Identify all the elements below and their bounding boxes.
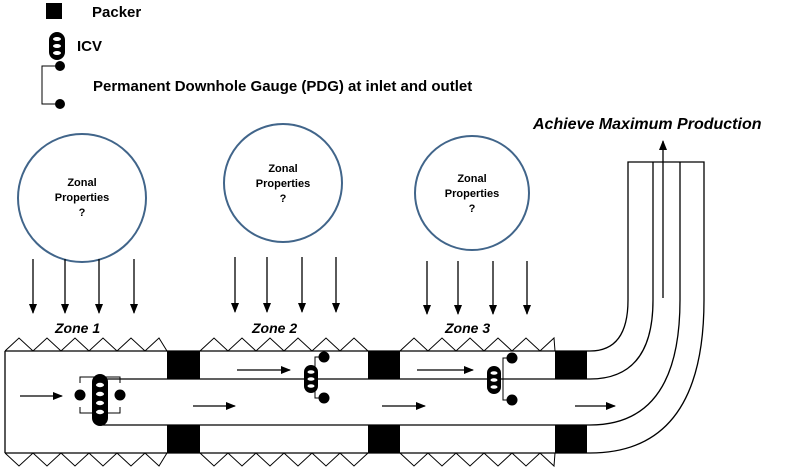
- svg-text:?: ?: [79, 207, 86, 219]
- legend-pdg-label: Permanent Downhole Gauge (PDG) at inlet …: [93, 78, 472, 95]
- pdg-inlet: [506, 352, 518, 364]
- svg-text:Zonal: Zonal: [457, 173, 486, 185]
- pdg-inlet: [74, 389, 86, 401]
- pdg-outlet: [506, 394, 518, 406]
- pdg-outlet: [114, 389, 126, 401]
- packer: [368, 351, 400, 379]
- packer-legend-icon: [46, 3, 62, 19]
- packer: [555, 425, 587, 453]
- pdg-inlet: [318, 351, 330, 363]
- pdg-legend-icon: [41, 61, 65, 109]
- zone-2-label: Zone 2: [251, 320, 297, 336]
- icv-zone-3: [487, 352, 518, 406]
- svg-text:Zonal: Zonal: [268, 163, 297, 175]
- icv-zone-2: [304, 351, 330, 404]
- diagram-title: Achieve Maximum Production: [532, 116, 762, 133]
- inflow-arrows: [29, 257, 531, 315]
- legend-packer-label: Packer: [92, 4, 141, 21]
- legend: Packer ICV Permanent Downhole Gauge (PDG…: [41, 3, 472, 109]
- svg-text:Zonal: Zonal: [67, 177, 96, 189]
- svg-text:?: ?: [469, 203, 476, 215]
- zone-1-properties: Zonal Properties ?: [17, 133, 147, 263]
- legend-icv-label: ICV: [77, 38, 102, 55]
- icv-legend-icon: [49, 32, 65, 60]
- zone-3-properties: Zonal Properties ?: [414, 135, 530, 251]
- flow-arrows: [20, 366, 616, 410]
- svg-text:Properties: Properties: [445, 188, 499, 200]
- pdg-outlet: [318, 392, 330, 404]
- icv-zone-1: [74, 374, 126, 426]
- packer: [368, 425, 400, 453]
- packer: [167, 425, 200, 453]
- zone-3-label: Zone 3: [444, 320, 490, 336]
- svg-text:Properties: Properties: [256, 178, 310, 190]
- zone-1-label: Zone 1: [54, 320, 100, 336]
- packer: [167, 351, 200, 379]
- svg-text:Properties: Properties: [55, 192, 109, 204]
- packer: [555, 351, 587, 379]
- zone-2-properties: Zonal Properties ?: [223, 123, 343, 243]
- formation-top: [4, 336, 556, 352]
- packers: [167, 351, 587, 453]
- formation-bottom: [4, 452, 556, 468]
- svg-text:?: ?: [280, 193, 287, 205]
